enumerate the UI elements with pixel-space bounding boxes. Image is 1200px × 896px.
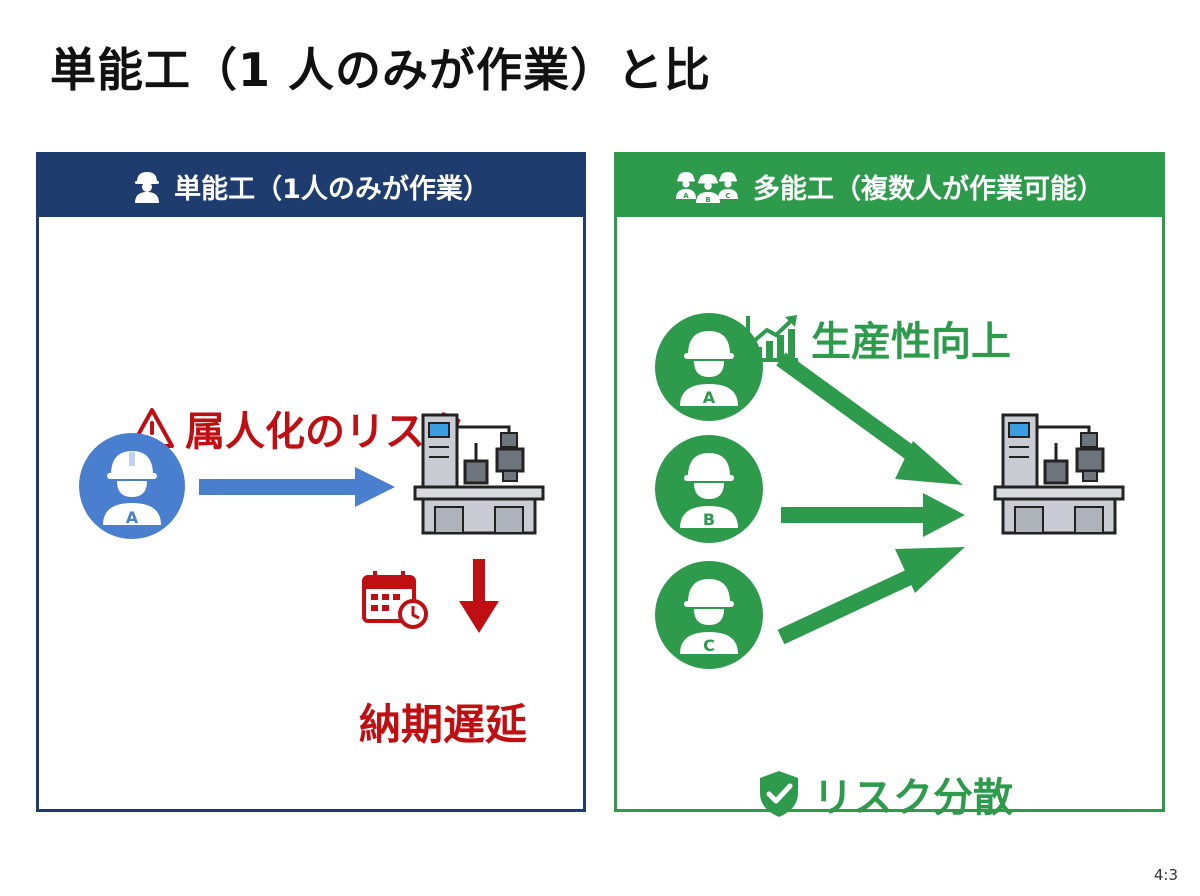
arrow-c-to-machine bbox=[777, 547, 965, 645]
shield-check-icon bbox=[760, 771, 798, 817]
worker-a-avatar-green: A bbox=[655, 313, 763, 421]
single-skill-panel: 単能工（1人のみが作業） 属人化のリスク A bbox=[36, 152, 586, 812]
risk-label: 属人化のリスク bbox=[185, 409, 465, 455]
arrow-b-to-machine bbox=[781, 493, 965, 537]
team-icon-letter-c: C bbox=[725, 192, 730, 200]
single-skill-header: 単能工（1人のみが作業） bbox=[39, 155, 583, 217]
productivity-heading: 生産性向上 bbox=[745, 309, 1011, 367]
risk-heading: 属人化のリスク bbox=[129, 399, 465, 457]
worker-a-letter-green: A bbox=[703, 388, 716, 407]
productivity-label: 生産性向上 bbox=[811, 319, 1011, 365]
multi-skill-header-label: 多能工（複数人が作業可能） bbox=[753, 173, 1104, 205]
calendar-clock-icon bbox=[362, 571, 428, 629]
machine-tool-icon bbox=[413, 413, 545, 535]
worker-a-letter: A bbox=[126, 508, 139, 527]
worker-c-letter: C bbox=[703, 636, 715, 655]
arrow-a-to-machine bbox=[776, 352, 963, 485]
worker-a-avatar: A bbox=[79, 433, 185, 539]
aspect-ratio-label: 4:3 bbox=[1153, 866, 1178, 884]
worker-c-avatar: C bbox=[655, 561, 763, 669]
team-icon-letter-a: A bbox=[683, 192, 689, 200]
worker-b-letter: B bbox=[703, 510, 715, 529]
single-skill-body: 属人化のリスク A bbox=[39, 217, 583, 809]
worker-b-avatar: B bbox=[655, 435, 763, 543]
risk-spread-heading: リスク分散 bbox=[757, 765, 1013, 823]
team-helmet-icon: A B C bbox=[676, 172, 738, 203]
single-skill-header-label: 単能工（1人のみが作業） bbox=[174, 173, 490, 205]
delay-label: 納期遅延 bbox=[359, 700, 528, 749]
converging-arrows bbox=[776, 352, 965, 645]
delay-arrow bbox=[459, 559, 499, 633]
worker-helmet-icon bbox=[135, 172, 160, 203]
multi-skill-header: A B C 多能工（複数人が作業可能） bbox=[617, 155, 1162, 217]
page-title: 単能工（1 人のみが作業）と比 bbox=[50, 43, 712, 97]
team-icon-letter-b: B bbox=[705, 196, 710, 203]
assignment-arrow bbox=[199, 467, 395, 507]
machine-tool-icon-right bbox=[993, 413, 1125, 535]
multi-skill-body: 生産性向上 A B C bbox=[617, 217, 1162, 821]
risk-spread-label: リスク分散 bbox=[813, 775, 1013, 821]
multi-skill-panel: A B C 多能工（複数人が作業可能） 生産性向上 A bbox=[614, 152, 1165, 821]
